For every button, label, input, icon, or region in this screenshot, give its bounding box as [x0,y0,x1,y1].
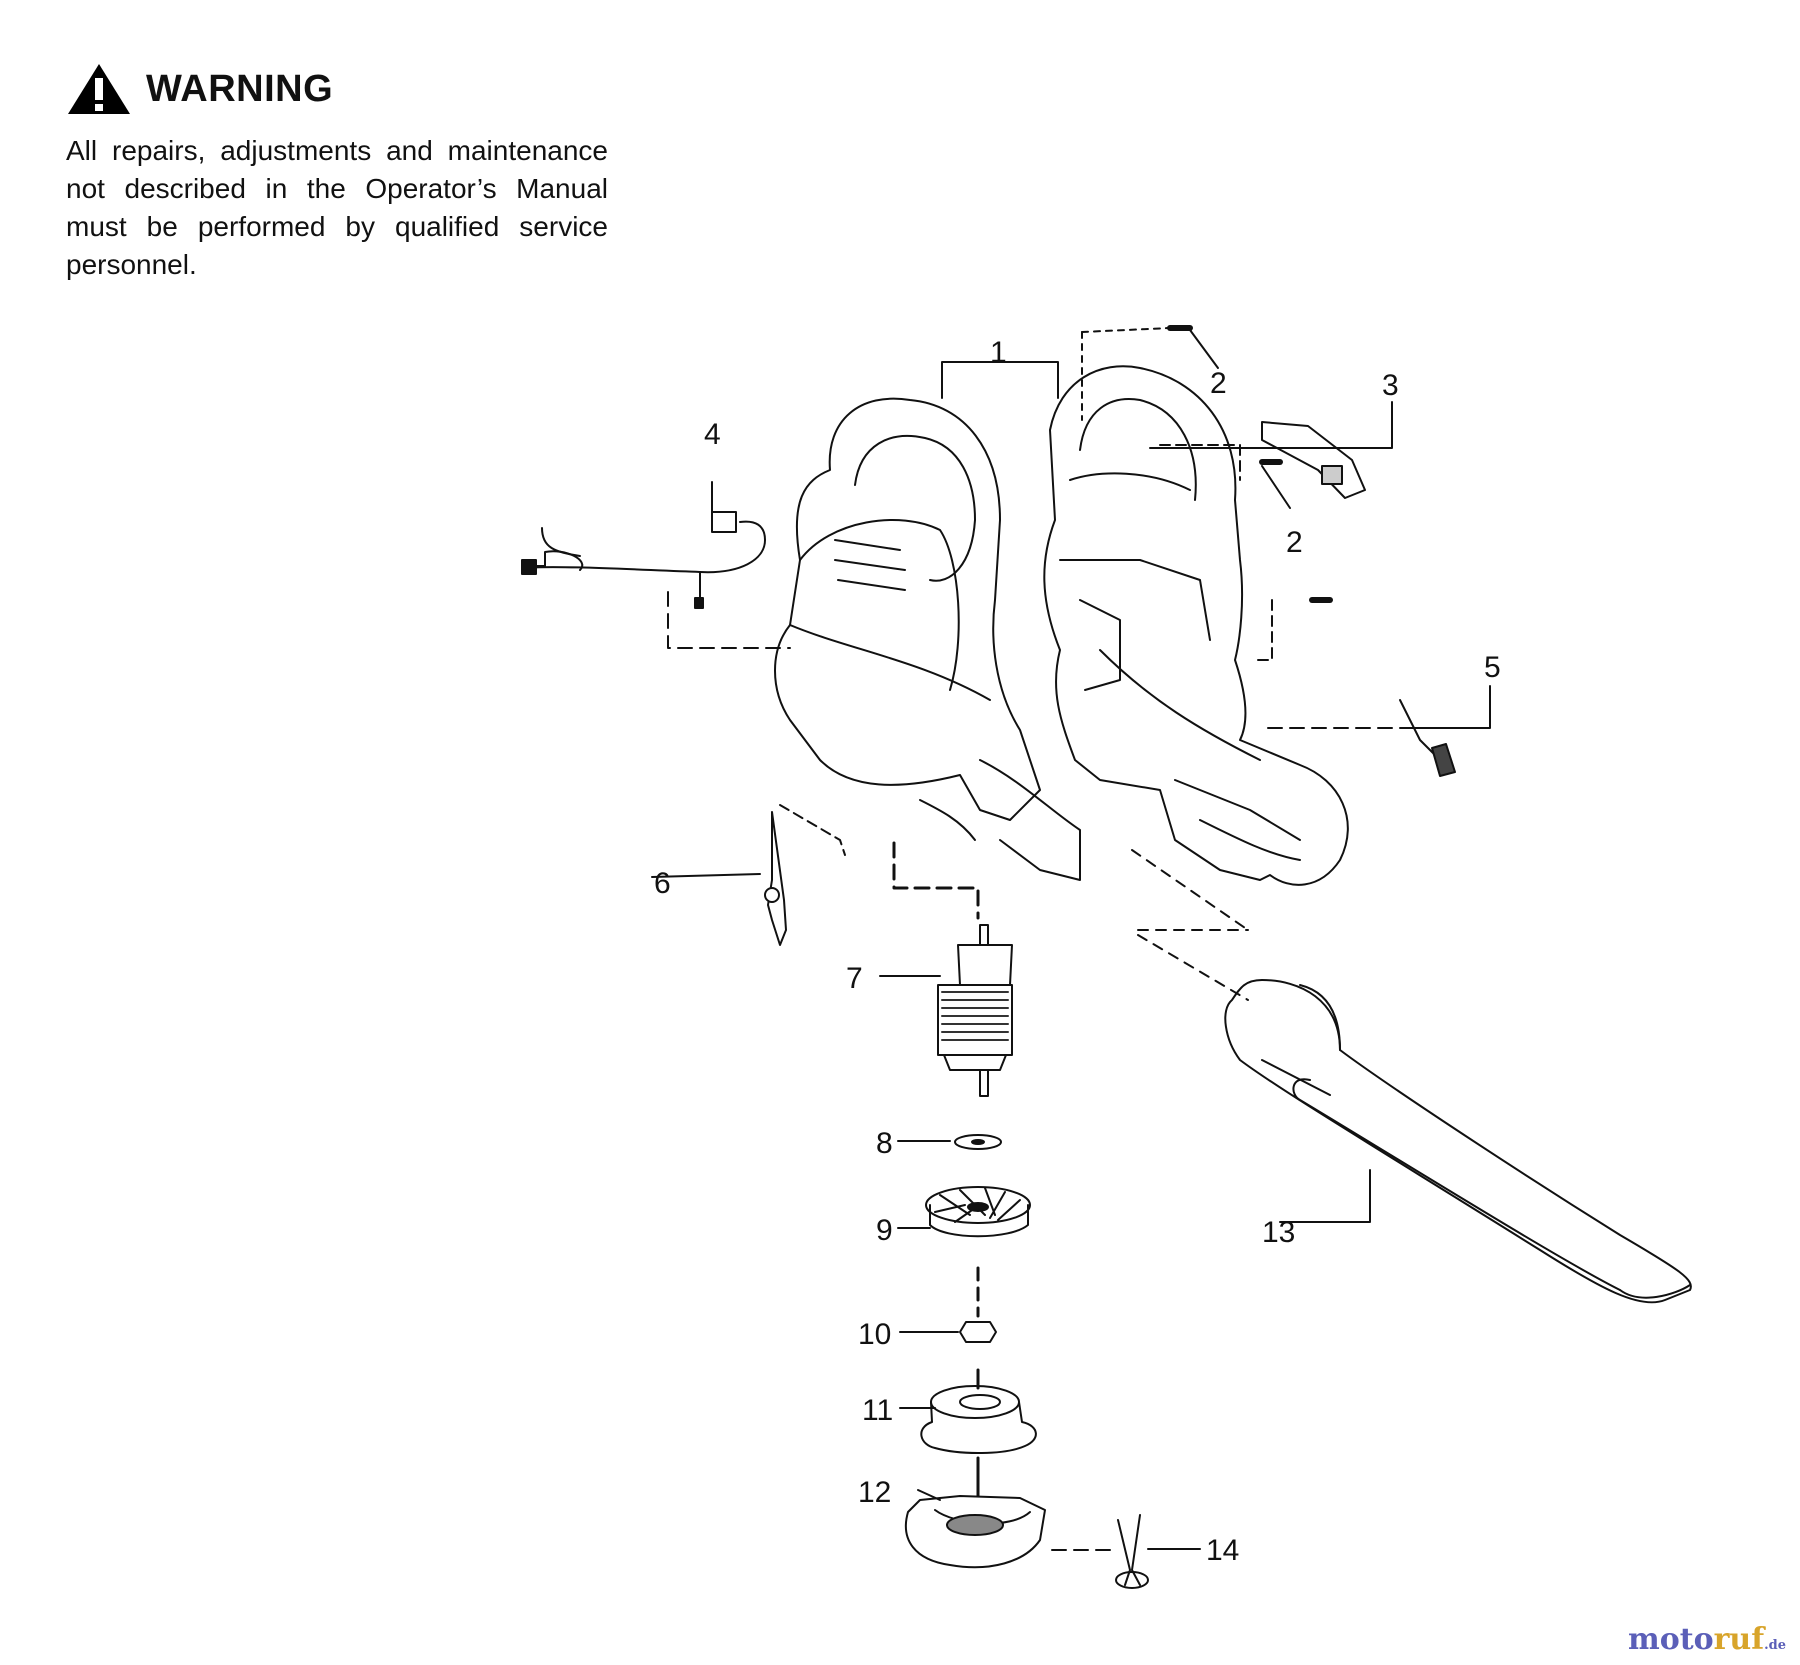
cord-dash-path [667,591,791,649]
callout-4: 4 [704,418,721,451]
watermark-part-1: moto [1627,1622,1714,1657]
left-housing-half [774,397,1081,881]
fan [925,1186,1031,1238]
callout-5: 5 [1484,651,1501,684]
watermark-part-2: ruf [1713,1622,1765,1657]
callout-2a-leader [1189,329,1219,369]
callout-6: 6 [654,867,671,900]
switch [1399,699,1456,777]
warning-triangle-icon [68,64,130,114]
right-housing-half [1043,365,1349,886]
callout-13: 13 [1262,1216,1295,1249]
bearing-cap [920,1385,1037,1454]
callout-12-leader [917,1489,941,1501]
screws [1167,325,1333,603]
motor [937,924,1013,1097]
bottom-cover [904,1495,1046,1569]
callout-2b-leader [1261,465,1291,509]
callout-3: 3 [1382,369,1399,402]
watermark-part-3: .de [1764,1638,1786,1653]
callout-13-leader [1279,1169,1371,1223]
latch [764,811,787,946]
nut [959,1321,997,1343]
callout-3-leader [1149,401,1393,449]
callout-9: 9 [876,1214,893,1247]
warning-text: All repairs, adjustments and maintenance… [66,135,608,280]
washer [954,1134,1002,1150]
callout-6-leader [651,873,761,878]
warning-title: WARNING [146,67,334,110]
power-cord [521,511,766,609]
callout-5-leader [1399,685,1491,729]
watermark-logo: motoruf.de [1628,1622,1786,1657]
screw-set [1115,1514,1149,1589]
callout-11: 11 [862,1394,893,1427]
callout-14: 14 [1206,1534,1239,1567]
callout-1: 1 [990,336,1007,369]
callout-12: 12 [858,1476,891,1509]
callout-2a: 2 [1210,367,1227,400]
callout-1-bracket [941,361,1059,399]
callout-2b: 2 [1286,526,1303,559]
blower-tube [1224,979,1692,1304]
switch-plate [1261,421,1366,499]
callout-7: 7 [846,962,863,995]
callout-8: 8 [876,1127,893,1160]
callout-10: 10 [858,1318,891,1351]
warning-block: WARNING All repairs, adjustments and mai… [66,62,608,284]
warning-heading: WARNING [66,62,608,116]
